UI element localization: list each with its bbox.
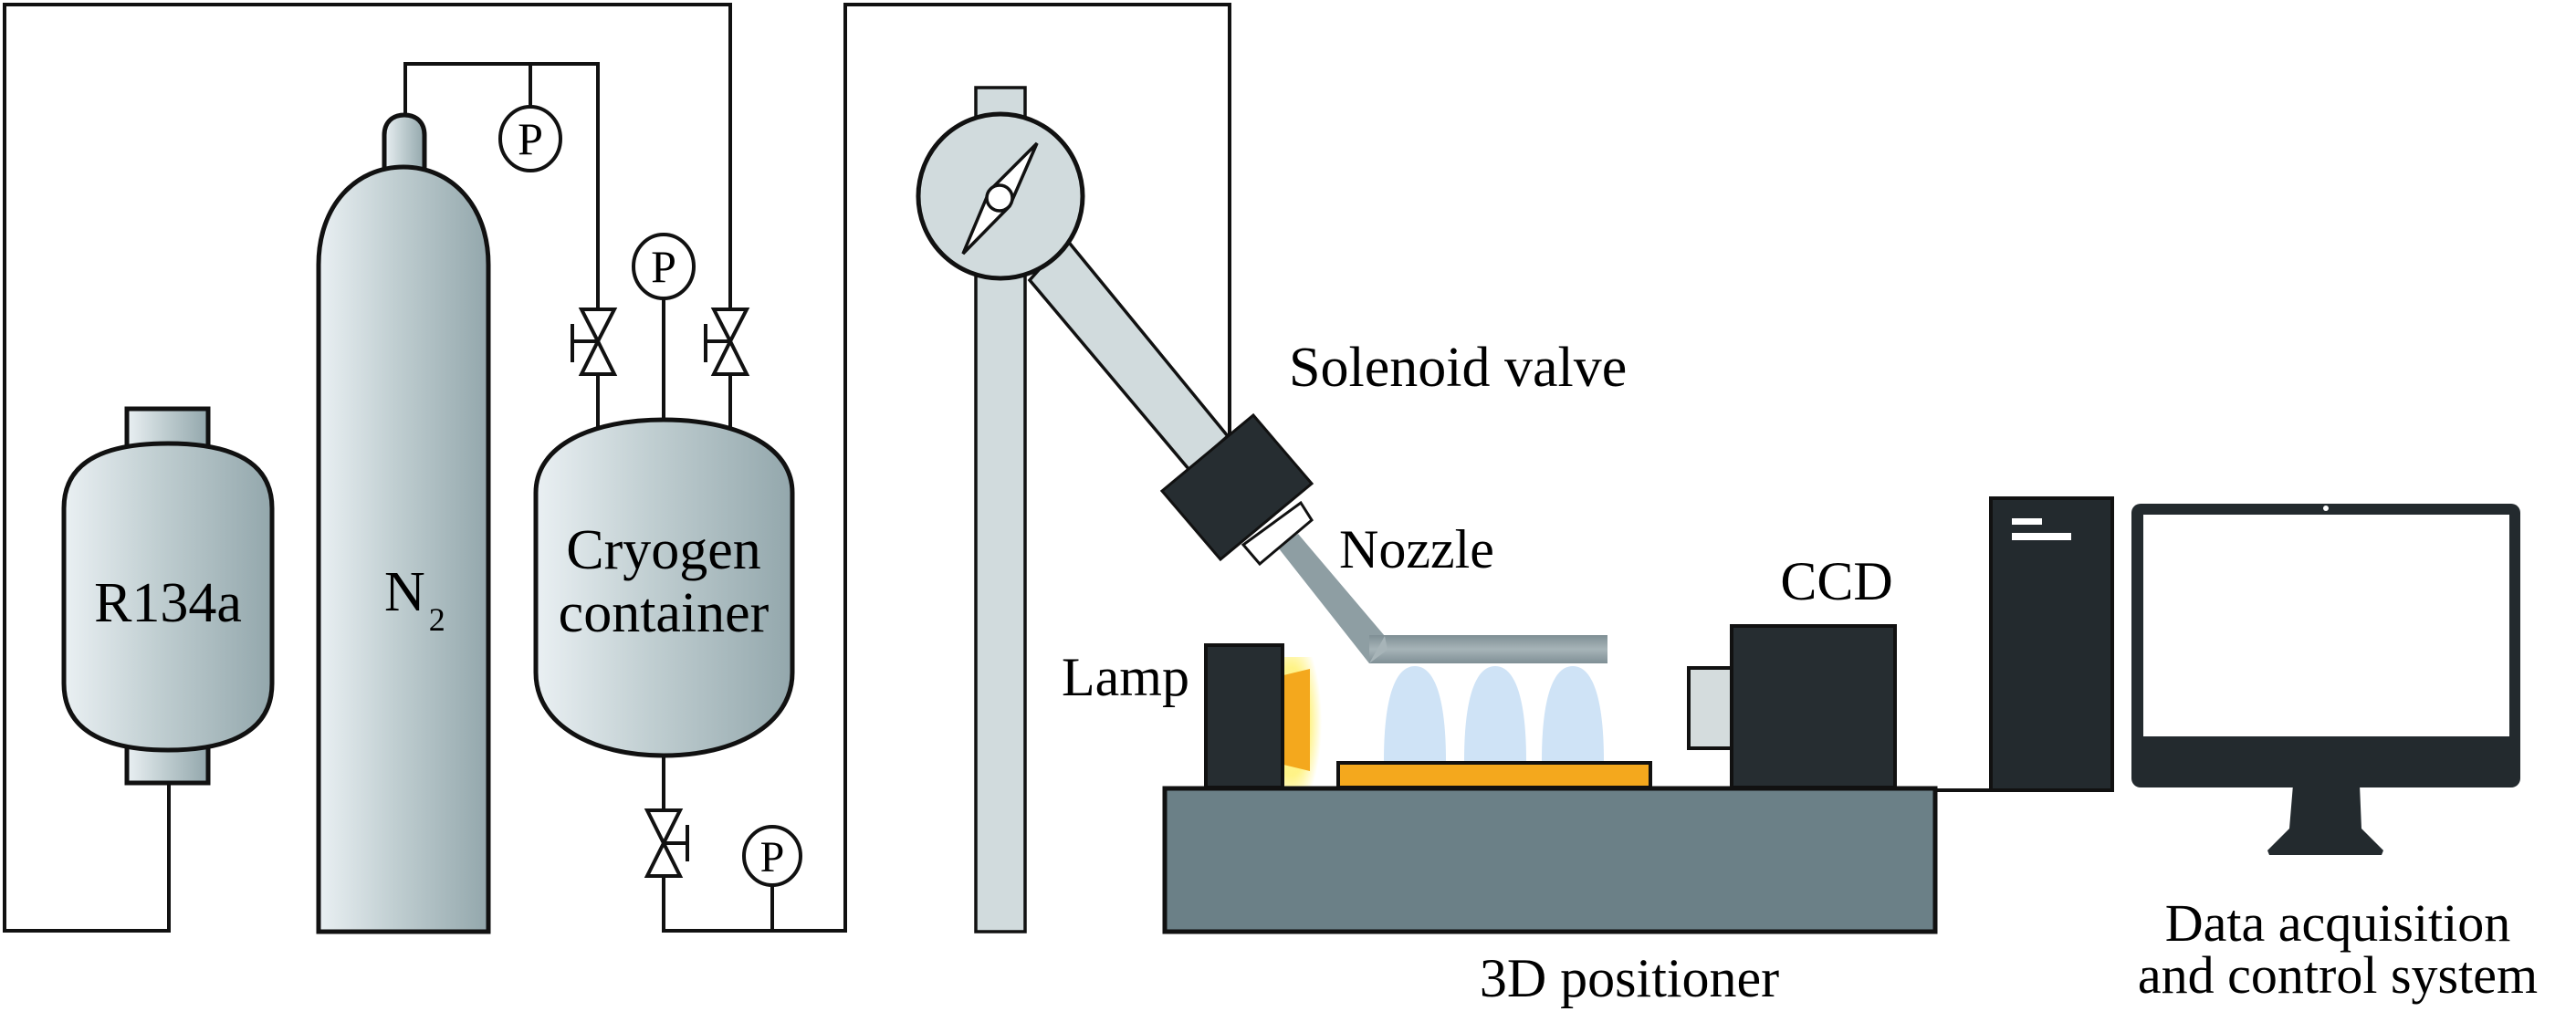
monitor-camera-icon bbox=[2323, 506, 2329, 511]
solenoid-valve[interactable] bbox=[1159, 412, 1314, 562]
daq-label-line1: Data acquisition bbox=[2165, 893, 2511, 953]
positioner-base bbox=[1162, 786, 1938, 934]
ccd-lens bbox=[1687, 666, 1733, 750]
lamp-label: Lamp bbox=[1062, 647, 1189, 707]
valve-n2-inlet[interactable] bbox=[571, 308, 618, 376]
ccd-body bbox=[1730, 624, 1897, 789]
spray-cone bbox=[1464, 666, 1526, 761]
pipe-r134a-loop bbox=[3, 3, 732, 933]
pipe-outlet-to-stand bbox=[662, 3, 1231, 933]
pipe-n2-manifold bbox=[403, 62, 600, 311]
stand-arm bbox=[1027, 236, 1230, 473]
spray-cone bbox=[1542, 666, 1604, 761]
cryogen-container[interactable]: Cryogen container bbox=[533, 417, 795, 758]
nozzle-label: Nozzle bbox=[1339, 519, 1494, 579]
gauge-symbol: P bbox=[518, 113, 543, 164]
n2-label-subscript: 2 bbox=[429, 601, 445, 638]
n2-body bbox=[316, 164, 491, 934]
sample-plate bbox=[1336, 761, 1652, 789]
monitor-stand bbox=[2267, 785, 2383, 855]
tower-body bbox=[1989, 496, 2114, 792]
nozzle-stand bbox=[916, 86, 1230, 933]
spray-cones bbox=[1384, 666, 1604, 761]
lamp-body bbox=[1204, 643, 1284, 789]
positioner-label: 3D positioner bbox=[1480, 948, 1779, 1008]
pipework bbox=[3, 3, 1231, 933]
cryogen-label-line2: container bbox=[559, 582, 770, 644]
cryogen-label-line1: Cryogen bbox=[566, 519, 761, 581]
ccd-camera[interactable] bbox=[1687, 624, 1897, 789]
stand-post bbox=[974, 263, 1027, 933]
rotary-pivot bbox=[985, 183, 1014, 213]
pressure-gauge-cryogen: P bbox=[632, 233, 696, 300]
nozzle-tube-horizontal bbox=[1369, 635, 1607, 663]
positioner[interactable] bbox=[1162, 761, 1938, 934]
pressure-gauge-outlet: P bbox=[742, 825, 802, 887]
valve-r134a-inlet[interactable] bbox=[704, 308, 750, 376]
gauge-symbol: P bbox=[760, 833, 785, 881]
valve-cryogen-outlet[interactable] bbox=[644, 808, 689, 878]
daq-label-line2: and control system bbox=[2138, 945, 2538, 1005]
spray-cone bbox=[1384, 666, 1446, 761]
gauge-symbol: P bbox=[651, 241, 676, 292]
lamp-light bbox=[1283, 669, 1310, 771]
ccd-label: CCD bbox=[1780, 551, 1892, 611]
computer-monitor[interactable] bbox=[2131, 504, 2520, 855]
r134a-body bbox=[61, 441, 275, 753]
computer-tower[interactable] bbox=[1989, 496, 2114, 792]
tower-drive-slot bbox=[2012, 518, 2042, 525]
cryogen-body bbox=[533, 417, 795, 758]
lamp[interactable] bbox=[1204, 643, 1322, 789]
n2-neck bbox=[382, 112, 427, 176]
n2-label-main: N bbox=[384, 561, 425, 623]
r134a-label: R134a bbox=[94, 572, 242, 634]
pressure-gauge-n2: P bbox=[498, 105, 562, 172]
r134a-tank[interactable]: R134a bbox=[61, 406, 275, 786]
solenoid-valve-label: Solenoid valve bbox=[1289, 337, 1627, 399]
nozzle-tube-diagonal bbox=[1278, 534, 1385, 663]
nozzle-assembly bbox=[1159, 412, 1607, 663]
nozzle-connector bbox=[1241, 500, 1314, 567]
tower-drive-slot bbox=[2012, 533, 2071, 540]
monitor-screen bbox=[2143, 515, 2509, 736]
